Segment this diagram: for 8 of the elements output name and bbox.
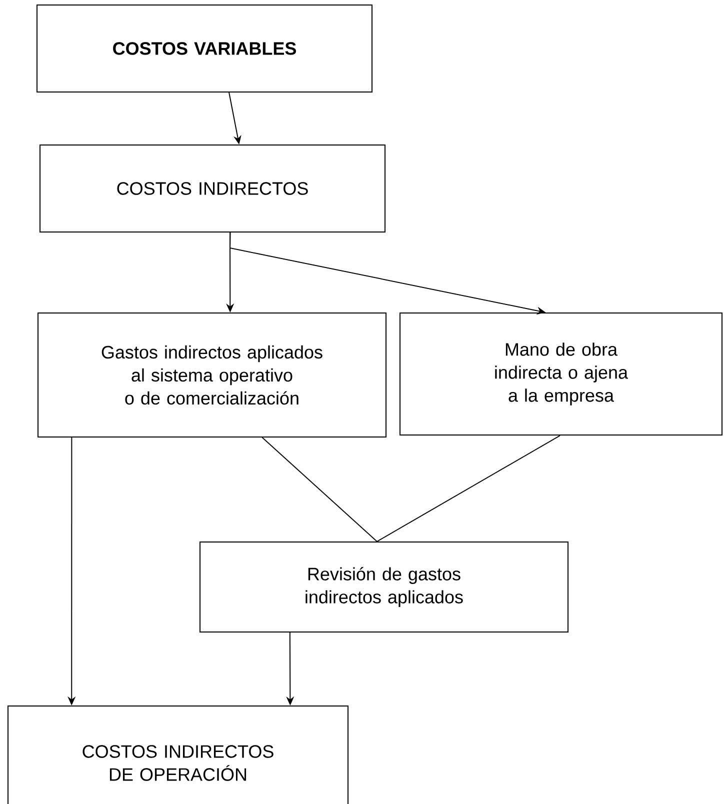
process-box: Gastos indirectos aplicados al sistema operativo o de comercialización	[38, 312, 386, 438]
connector-line	[376, 435, 561, 542]
process-box: Mano de obra indirecta o ajena a la empresa	[400, 312, 722, 436]
process-box: COSTOS INDIRECTOS	[40, 144, 386, 232]
process-box: COSTOS INDIRECTOS DE OPERACIÓN	[8, 706, 348, 804]
process-box: Revisión de gastos indirectos aplicados	[200, 542, 568, 632]
connector-line	[262, 437, 378, 542]
process-box: COSTOS VARIABLES	[36, 4, 372, 92]
